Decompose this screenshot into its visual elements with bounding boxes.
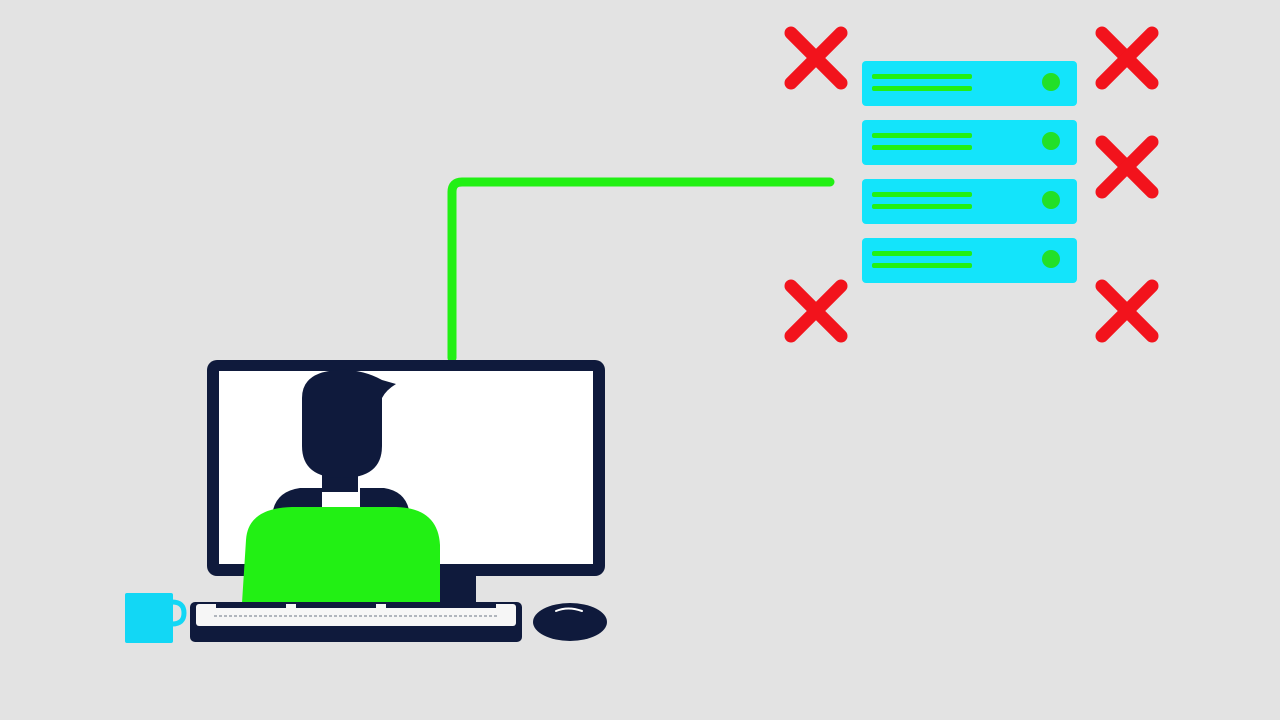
x-mark-icon <box>1095 135 1159 199</box>
mouse-icon <box>533 603 607 641</box>
x-mark-icon <box>784 279 848 343</box>
server-rack-icon <box>862 61 1077 283</box>
x-mark-icon <box>1095 26 1159 90</box>
status-led-icon <box>1042 73 1060 91</box>
server-unit-1 <box>862 61 1077 106</box>
x-mark-icon <box>784 26 848 90</box>
status-led-icon <box>1042 250 1060 268</box>
person-icon <box>242 369 440 603</box>
network-cable <box>447 177 835 363</box>
status-led-icon <box>1042 191 1060 209</box>
server-unit-3 <box>862 179 1077 224</box>
x-mark-icon <box>1095 279 1159 343</box>
coffee-mug-icon <box>125 593 187 643</box>
server-unit-2 <box>862 120 1077 165</box>
status-led-icon <box>1042 132 1060 150</box>
keyboard-icon <box>190 602 522 642</box>
server-unit-4 <box>862 238 1077 283</box>
